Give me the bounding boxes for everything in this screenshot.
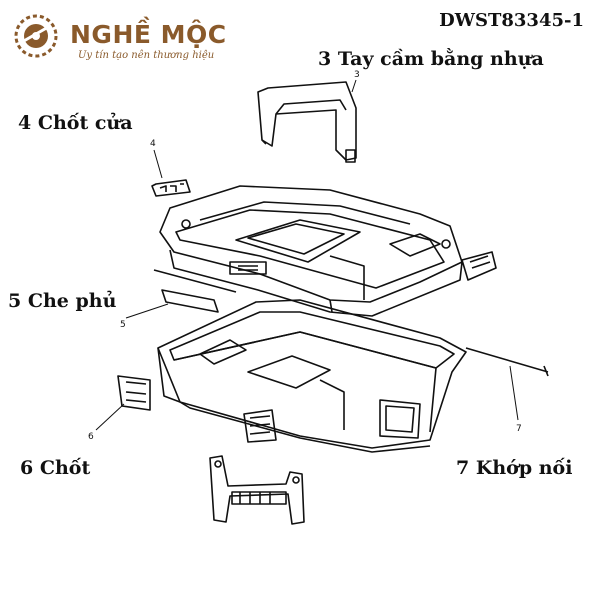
model-code: DWST83345-1 [439, 10, 584, 31]
callout-3-handle: 3 Tay cầm bằng nhựa [318, 48, 544, 70]
part-number-5: 5 [120, 320, 126, 330]
callout-4-latch: 4 Chốt cửa [18, 112, 133, 134]
lid-side-latch [461, 251, 497, 281]
top-handle-part [257, 81, 357, 163]
callout-5-cover: 5 Che phủ [8, 290, 117, 312]
part-number-4: 4 [150, 139, 156, 149]
brand-slogan: Uy tín tạo nên thương hiệu [78, 50, 215, 61]
part-number-7: 7 [516, 424, 522, 434]
side-clip-part [117, 375, 151, 411]
part-number-6: 6 [88, 432, 94, 442]
cover-strip-part [153, 269, 237, 313]
callout-6-clip: 6 Chốt [20, 457, 91, 479]
lid-latch-part [151, 179, 191, 197]
case-base [157, 299, 467, 453]
saw-blade-icon [14, 14, 58, 58]
callout-7-hinge-pin: 7 Khớp nối [456, 457, 573, 479]
leader-lines [95, 79, 519, 431]
base-front-latch [243, 409, 277, 443]
hinge-pin-part [465, 347, 549, 377]
bottom-handle-part [209, 455, 305, 525]
part-number-3: 3 [354, 70, 360, 80]
case-lid [159, 185, 463, 317]
brand-logo: NGHỀ MỘC Uy tín tạo nên thương hiệu [12, 8, 226, 63]
brand-name: NGHỀ MỘC [70, 20, 227, 49]
